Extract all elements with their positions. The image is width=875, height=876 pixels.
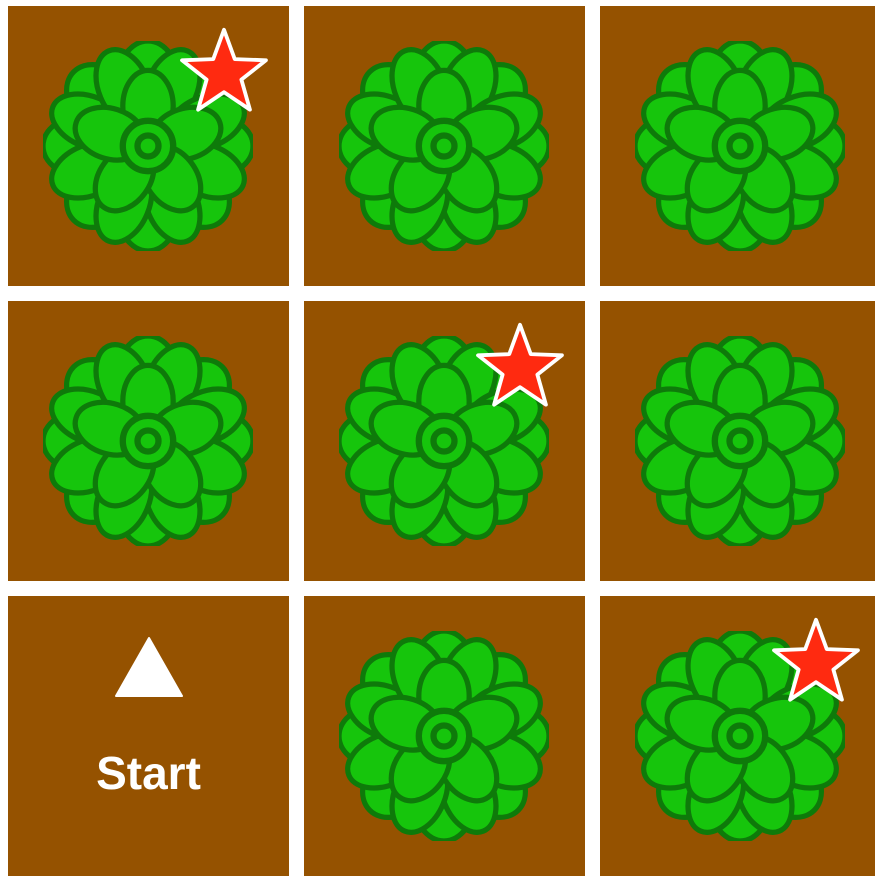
star-icon [176,24,272,120]
plant-icon [635,336,845,546]
tile-r0-c1[interactable] [304,6,585,286]
plant-icon [43,336,253,546]
tile-r0-c0[interactable] [8,6,289,286]
star-icon [472,319,568,415]
plant-icon [635,41,845,251]
player-arrow-icon [114,636,184,698]
tile-r0-c2[interactable] [600,6,875,286]
start-label: Start [8,746,289,800]
tile-r1-c1[interactable] [304,301,585,581]
star-icon [768,614,864,710]
tile-r1-c2[interactable] [600,301,875,581]
plant-icon [339,41,549,251]
tile-r2-c1[interactable] [304,596,585,876]
tile-r2-c0[interactable]: Start [8,596,289,876]
tile-r1-c0[interactable] [8,301,289,581]
tile-r2-c2[interactable] [600,596,875,876]
plant-icon [339,631,549,841]
